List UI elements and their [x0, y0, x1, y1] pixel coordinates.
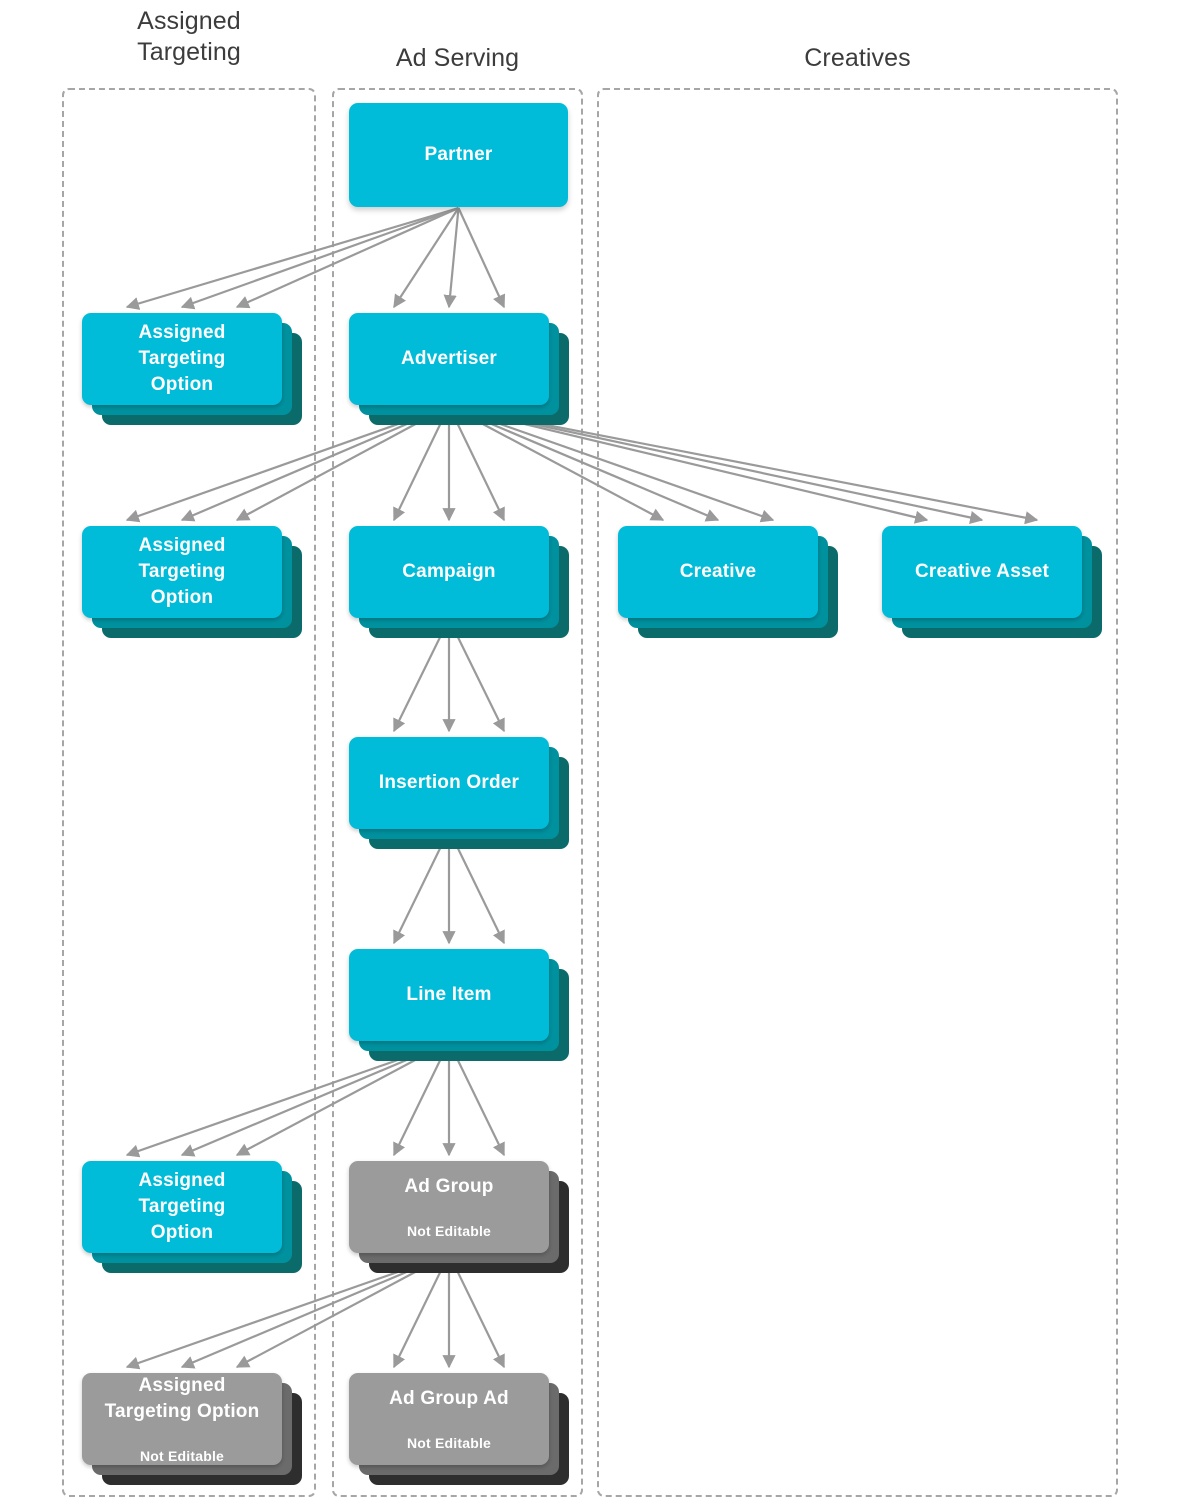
node-ato-partner[interactable]: Assigned Targeting Option [82, 313, 302, 425]
node-partner-face: Partner [349, 103, 568, 207]
column-title-assigned-targeting: Assigned Targeting [137, 7, 241, 66]
node-advertiser[interactable]: Advertiser [349, 313, 569, 425]
node-partner-label: Partner [424, 144, 493, 165]
node-partner[interactable]: Partner [349, 103, 568, 207]
node-creative-asset[interactable]: Creative Asset [882, 526, 1102, 638]
node-ato-ad-group-label: Assigned Targeting Option [104, 1375, 260, 1422]
node-ad-group-face: Ad Group Not Editable [349, 1161, 549, 1253]
node-insertion-order-face: Insertion Order [349, 737, 549, 829]
node-ato-partner-label: Assigned Targeting Option [138, 322, 226, 395]
group-container-assigned-targeting [62, 88, 316, 1497]
node-ato-line-item[interactable]: Assigned Targeting Option [82, 1161, 302, 1273]
group-container-ad-serving [332, 88, 583, 1497]
node-ato-advertiser-face: Assigned Targeting Option [82, 526, 282, 618]
node-insertion-order[interactable]: Insertion Order [349, 737, 569, 849]
node-insertion-order-label: Insertion Order [378, 772, 520, 793]
node-creative-label: Creative [679, 561, 757, 582]
column-title-creatives: Creatives [804, 44, 911, 72]
node-advertiser-label: Advertiser [401, 348, 497, 369]
node-line-item-face: Line Item [349, 949, 549, 1041]
node-creative-asset-label: Creative Asset [914, 561, 1050, 582]
node-ato-advertiser-label: Assigned Targeting Option [138, 535, 226, 608]
node-ato-line-item-face: Assigned Targeting Option [82, 1161, 282, 1253]
node-creative-face: Creative [618, 526, 818, 618]
node-ato-ad-group-status-badge: Not Editable [139, 1448, 225, 1464]
node-ato-line-item-label: Assigned Targeting Option [138, 1170, 226, 1243]
node-ad-group-label: Ad Group [404, 1176, 494, 1197]
node-campaign-face: Campaign [349, 526, 549, 618]
node-ad-group[interactable]: Ad Group Not Editable [349, 1161, 569, 1273]
node-campaign-label: Campaign [402, 561, 496, 582]
node-creative[interactable]: Creative [618, 526, 838, 638]
node-ad-group-ad-label: Ad Group Ad [389, 1388, 509, 1409]
node-ad-group-ad[interactable]: Ad Group Ad Not Editable [349, 1373, 569, 1485]
node-creative-asset-face: Creative Asset [882, 526, 1082, 618]
node-ad-group-ad-face: Ad Group Ad Not Editable [349, 1373, 549, 1465]
column-title-ad-serving: Ad Serving [395, 44, 520, 72]
node-ad-group-ad-status-badge: Not Editable [406, 1435, 492, 1451]
group-container-creatives [597, 88, 1118, 1497]
node-line-item[interactable]: Line Item [349, 949, 569, 1061]
node-ato-partner-face: Assigned Targeting Option [82, 313, 282, 405]
node-ato-advertiser[interactable]: Assigned Targeting Option [82, 526, 302, 638]
node-line-item-label: Line Item [406, 984, 492, 1005]
node-advertiser-face: Advertiser [349, 313, 549, 405]
node-campaign[interactable]: Campaign [349, 526, 569, 638]
node-ato-ad-group[interactable]: Assigned Targeting Option Not Editable [82, 1373, 302, 1485]
node-ad-group-status-badge: Not Editable [406, 1223, 492, 1239]
node-ato-ad-group-face: Assigned Targeting Option Not Editable [82, 1373, 282, 1465]
